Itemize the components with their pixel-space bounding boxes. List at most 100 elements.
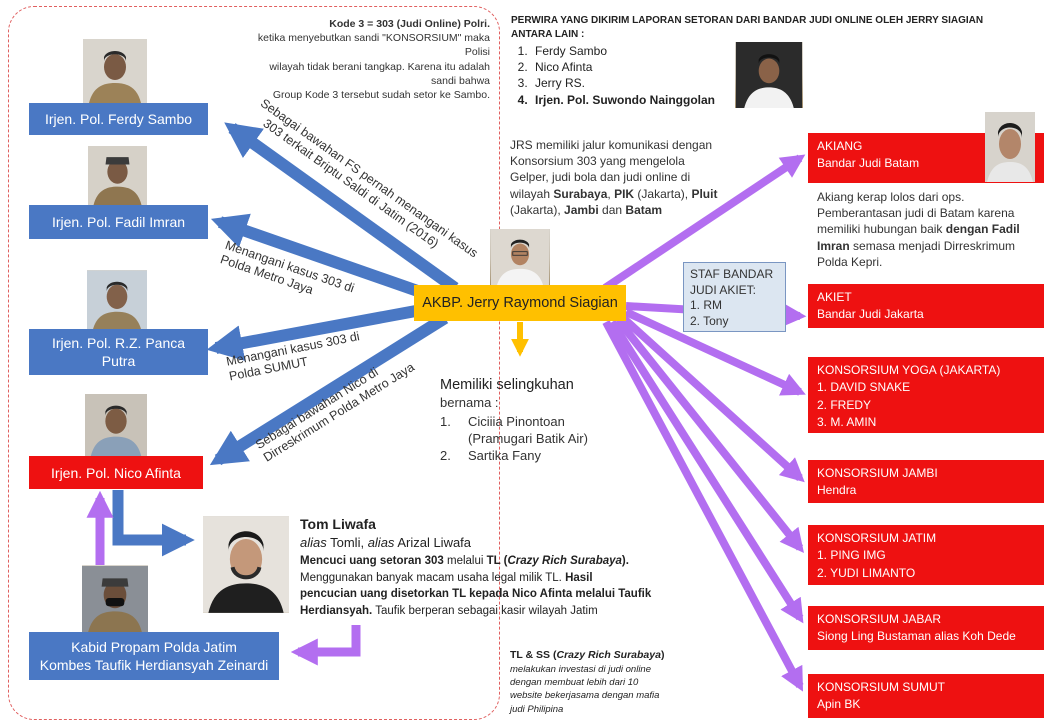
tlss-line: judi Philipina	[510, 703, 564, 715]
akiang-text: dengan Fadil	[945, 222, 1020, 237]
perwira-item: Ferdy Sambo	[531, 43, 1031, 59]
jrs-city: Batam	[625, 202, 663, 217]
tom-line: Herdiansyah. Taufik berperan sebagai kas…	[300, 603, 700, 620]
jrs-text: ,	[607, 186, 615, 201]
arrow-to-akiang	[602, 154, 806, 292]
node-line: Bandar Judi Jakarta	[817, 307, 924, 322]
node-line: 3. M. AMIN	[817, 415, 877, 430]
arrow-to-sambo	[224, 122, 459, 293]
jrs-text: (Jakarta),	[510, 202, 565, 217]
tom-text: Hasil	[565, 571, 593, 584]
arrow-to-fadil	[210, 213, 434, 302]
node-label: Irjen. Pol. Fadil Imran	[51, 213, 186, 230]
left-group-border	[8, 6, 500, 720]
node-line: 2. YUDI LIMANTO	[817, 565, 916, 580]
node-ferdy-sambo: Irjen. Pol. Ferdy Sambo	[29, 103, 208, 135]
node-title: KONSORSIUM JATIM	[817, 531, 937, 545]
tom-text: Mencuci uang setoran	[300, 555, 425, 568]
photo-ferdy-sambo	[83, 39, 147, 103]
node-title: KONSORSIUM JABAR	[817, 612, 942, 626]
alias-text: Arizal Liwafa	[394, 535, 472, 551]
staff-line: 1. RM	[690, 298, 723, 313]
selingkuhan-name: Ciciiia Pinontoan	[468, 413, 565, 429]
selingkuhan-detail: (Pramugari Batik Air)	[468, 430, 588, 446]
arrow-to-jabar	[608, 319, 804, 624]
selingkuhan-item: 2.Sartika Fany	[440, 448, 660, 465]
staff-line: 2. Tony	[690, 313, 729, 328]
node-label: Kombes Taufik Herdiansyah Zeinardi	[39, 657, 269, 673]
alias-word: alias	[367, 535, 395, 551]
jrs-city: Surabaya	[553, 186, 608, 201]
arrow-to-yoga	[624, 308, 806, 396]
tlss-title: TL & SS (Crazy Rich Surabaya)	[510, 648, 760, 663]
node-label: Putra	[101, 353, 136, 369]
jrs-communication-note: JRS memiliki jalur komunikasi dengan Kon…	[510, 137, 760, 218]
tom-liwafa-note: Tom Liwafa alias Tomli, alias Arizal Liw…	[300, 514, 700, 620]
node-fadil-imran: Irjen. Pol. Fadil Imran	[29, 205, 208, 239]
kode-303-title: Kode 3 = 303 (Judi Online) Polri.	[329, 18, 490, 30]
arrow-tom-to-kabid	[290, 625, 361, 666]
list-number: 2.	[440, 447, 451, 463]
node-line: Siong Ling Bustaman alias Koh Dede	[817, 629, 1016, 644]
tlss-line: melakukan investasi di judi online	[510, 663, 651, 675]
node-label: AKBP. Jerry Raymond Siagian	[422, 295, 618, 311]
akiang-line: Akiang kerap lolos dari ops.	[817, 190, 965, 204]
akiang-line: Pemberantasan judi di Batam karena	[817, 206, 1015, 221]
staff-line: STAF BANDAR	[690, 267, 774, 281]
jrs-text: wilayah	[510, 186, 554, 201]
arrow-to-jambi	[619, 314, 805, 483]
alias-word: alias	[300, 535, 327, 551]
tom-line: Menggunakan banyak macam usaha legal mil…	[300, 570, 700, 587]
photo-jerry-siagian	[490, 229, 550, 287]
node-title: KONSORSIUM SUMUT	[817, 680, 946, 694]
perwira-title: PERWIRA YANG DIKIRIM LAPORAN SETORAN DAR…	[511, 15, 984, 26]
selingkuhan-note: Memiliki selingkuhan bernama : 1.Ciciiia…	[440, 376, 660, 464]
node-line: Hendra	[817, 483, 857, 498]
staff-line: JUDI AKIET:	[690, 282, 757, 297]
tlss-note: TL & SS (Crazy Rich Surabaya) melakukan …	[510, 648, 760, 716]
node-panca-putra: Irjen. Pol. R.Z. Panca Putra	[29, 329, 208, 375]
node-label: Kabid Propam Polda Jatim	[71, 638, 237, 655]
kode-303-line: Group Kode 3 tersebut sudah setor ke Sam…	[272, 88, 490, 101]
node-line: Apin BK	[817, 697, 861, 712]
tom-text: (	[500, 555, 508, 568]
tlss-text: TL & SS (	[510, 649, 557, 661]
akiang-line: Polda Kepri.	[817, 254, 883, 269]
perwira-item: Irjen. Pol. Suwondo Nainggolan	[531, 92, 1031, 108]
perwira-item: Jerry RS.	[531, 75, 1031, 91]
arrow-nico-to-tom	[112, 490, 195, 557]
arrow-to-panca	[206, 302, 434, 361]
arrow-to-sumut	[602, 320, 804, 692]
akiang-text: memiliki hubungan baik	[817, 222, 946, 237]
jrs-text: dan	[598, 202, 626, 217]
tom-name: Tom Liwafa	[300, 516, 376, 532]
perwira-list: PERWIRA YANG DIKIRIM LAPORAN SETORAN DAR…	[511, 14, 1031, 108]
alias-text: Tomli,	[326, 535, 368, 551]
node-nico-afinta: Irjen. Pol. Nico Afinta	[29, 456, 203, 489]
node-konsorsium-jatim: KONSORSIUM JATIM 1. PING IMG 2. YUDI LIM…	[808, 525, 1044, 585]
list-number: 1.	[440, 413, 451, 429]
jrs-city: Jambi	[564, 202, 599, 217]
jrs-line: Gelper, judi bola dan judi online di	[510, 170, 691, 185]
photo-nico-afinta	[85, 394, 147, 456]
node-title: AKIANG	[817, 139, 863, 153]
node-title: KONSORSIUM JAMBI	[817, 466, 938, 480]
tom-line: Mencuci uang setoran 303 melalui TL (Cra…	[300, 553, 700, 570]
node-line: Bandar Judi Batam	[817, 156, 920, 171]
tom-text: Taufik berperan sebagai kasir wilayah Ja…	[372, 605, 598, 618]
akiang-text: semasa menjadi Dirreskrimum	[849, 238, 1016, 253]
kode-303-line: wilayah tidak berani tangkap. Karena itu…	[269, 60, 490, 87]
photo-kabid-propam	[82, 565, 148, 633]
node-konsorsium-jabar: KONSORSIUM JABAR Siong Ling Bustaman ali…	[808, 606, 1044, 650]
photo-akiang	[985, 112, 1035, 182]
tom-text: melalui	[443, 555, 487, 568]
jrs-line: wilayah Surabaya, PIK (Jakarta), Pluit	[510, 186, 760, 202]
tom-text: ).	[621, 555, 629, 568]
photo-suwondo	[735, 42, 803, 108]
jrs-line: Konsorsium 303 yang mengelola	[510, 154, 685, 169]
tom-text: Herdiansyah.	[300, 605, 373, 618]
jrs-line: JRS memiliki jalur komunikasi dengan	[510, 138, 713, 152]
node-akiet: AKIET Bandar Judi Jakarta	[808, 284, 1044, 328]
jrs-text: (Jakarta),	[634, 186, 692, 201]
node-label: Irjen. Pol. Ferdy Sambo	[44, 110, 193, 127]
